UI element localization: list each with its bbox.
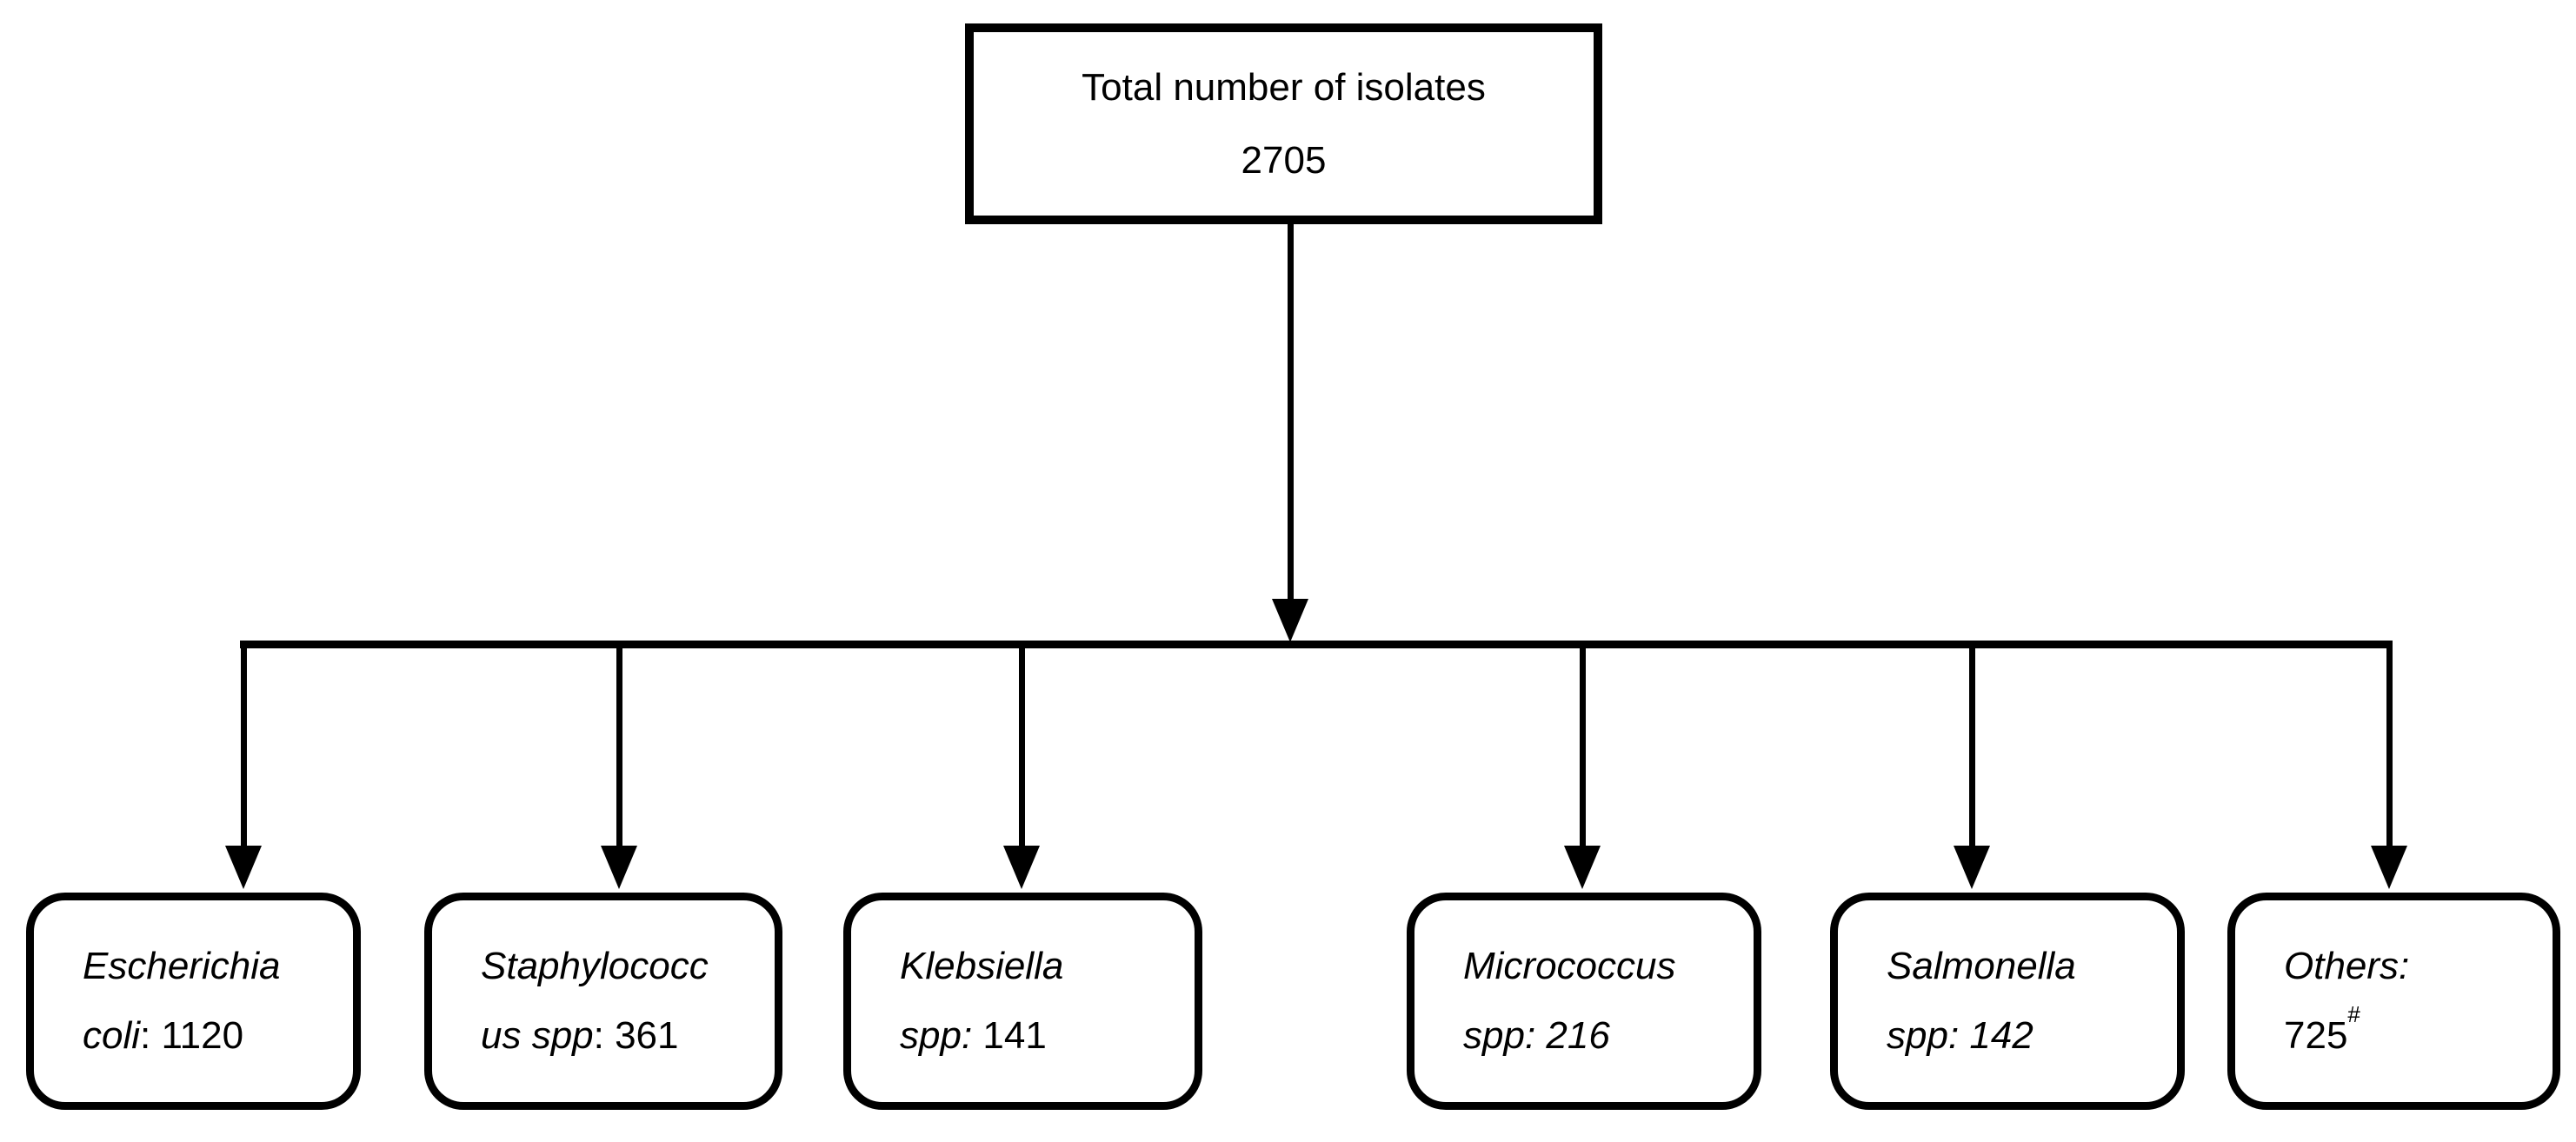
node-others: Others: 725# xyxy=(2227,893,2560,1110)
connector-shaft xyxy=(2386,645,2393,851)
node-escherichia-coli: Escherichia coli: 1120 xyxy=(26,893,361,1110)
connector-root-arrow xyxy=(1272,222,1308,642)
connector-shaft xyxy=(1968,645,1975,851)
connector-arrow-klebsiella xyxy=(1003,645,1040,889)
connector-shaft xyxy=(1579,645,1586,851)
node-micrococcus-spp: Micrococcus spp: 216 xyxy=(1407,893,1761,1110)
node-line-1: Others: xyxy=(2284,945,2410,987)
footnote-marker: # xyxy=(2347,1001,2360,1028)
node-line-1: Micrococcus xyxy=(1463,945,1676,987)
connector-arrow-staphylococcus xyxy=(601,645,637,889)
arrowhead-down-icon xyxy=(1564,846,1601,889)
node-line-2: spp: 142 xyxy=(1887,1014,2034,1057)
arrowhead-down-icon xyxy=(2371,846,2407,889)
arrowhead-down-icon xyxy=(1272,599,1308,642)
connector-arrow-salmonella xyxy=(1954,645,1990,889)
arrowhead-down-icon xyxy=(601,846,637,889)
connector-arrow-escherichia xyxy=(225,645,262,889)
arrowhead-down-icon xyxy=(1003,846,1040,889)
node-klebsiella-spp: Klebsiella spp: 141 xyxy=(843,893,1202,1110)
total-isolates-value: 2705 xyxy=(1241,138,1327,182)
connector-shaft xyxy=(616,645,622,851)
node-line-2: coli: 1120 xyxy=(83,1014,244,1057)
node-line-1: Salmonella xyxy=(1887,945,2076,987)
connector-arrow-micrococcus xyxy=(1564,645,1601,889)
node-line-1: Escherichia xyxy=(83,945,281,987)
total-isolates-node: Total number of isolates 2705 xyxy=(965,23,1602,224)
connector-root-shaft xyxy=(1287,222,1294,604)
connector-horizontal-line xyxy=(240,641,2393,648)
arrowhead-down-icon xyxy=(225,846,262,889)
connector-arrow-others xyxy=(2371,645,2407,889)
node-line-1: Klebsiella xyxy=(900,945,1064,987)
node-line-2: us spp: 361 xyxy=(481,1014,679,1057)
node-line-2: spp: 216 xyxy=(1463,1014,1610,1057)
total-isolates-title: Total number of isolates xyxy=(1082,65,1486,109)
node-line-1: Staphylococc xyxy=(481,945,709,987)
connector-shaft xyxy=(1018,645,1025,851)
node-line-2: spp: 141 xyxy=(900,1014,1047,1057)
arrowhead-down-icon xyxy=(1954,846,1990,889)
node-staphylococcus-spp: Staphylococc us spp: 361 xyxy=(424,893,782,1110)
node-line-2: 725# xyxy=(2284,1001,2360,1057)
connector-shaft xyxy=(240,645,247,851)
node-salmonella-spp: Salmonella spp: 142 xyxy=(1830,893,2185,1110)
